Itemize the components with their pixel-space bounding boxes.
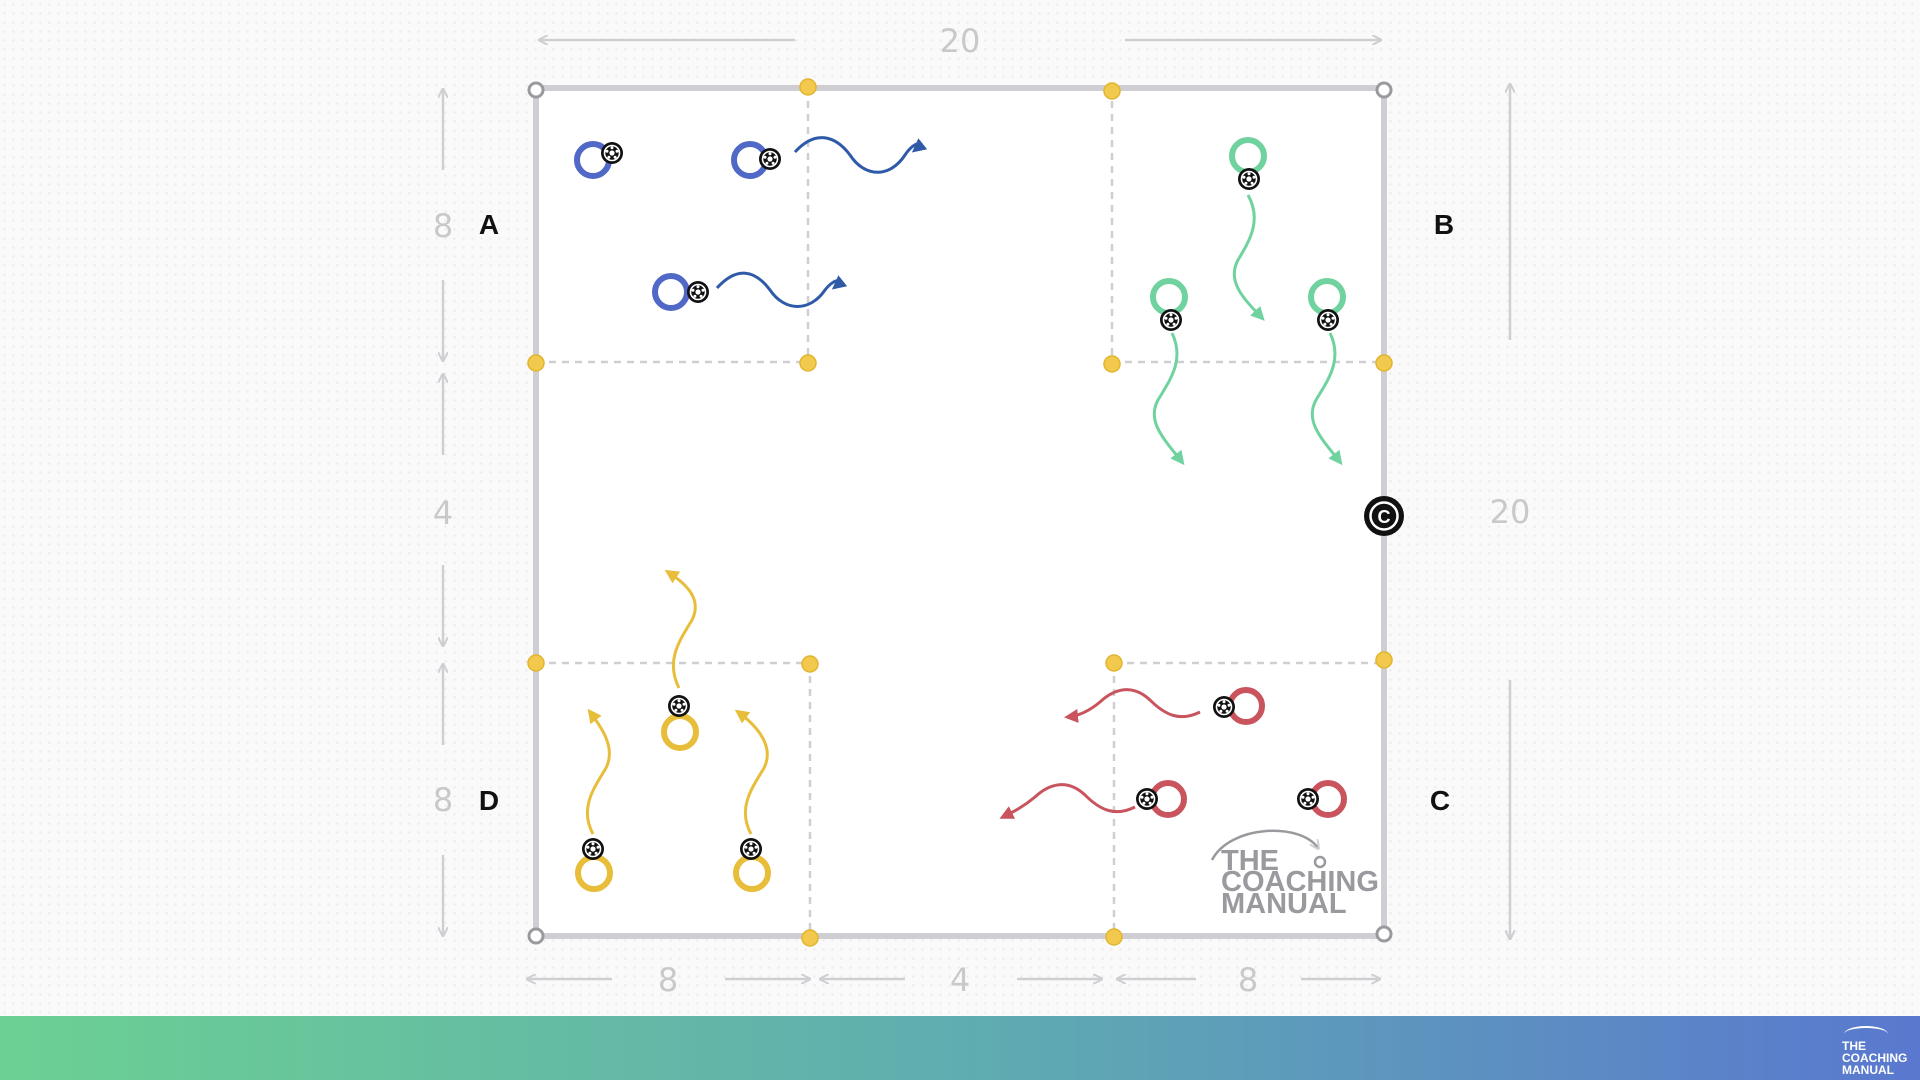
- cone: [1105, 928, 1123, 946]
- dribble-path: [1232, 194, 1265, 321]
- cone: [801, 655, 819, 673]
- zone-label-d: D: [479, 785, 499, 816]
- corner-post: [1375, 81, 1393, 99]
- corner-posts: [527, 81, 1393, 945]
- cone: [527, 354, 545, 372]
- cones: [527, 78, 1393, 947]
- player-yellow: [733, 837, 771, 892]
- player-blue: [652, 273, 710, 311]
- cone: [1375, 354, 1393, 372]
- pitch-boundary: [533, 85, 1387, 939]
- team-c-players: [999, 687, 1347, 819]
- cone: [1105, 654, 1123, 672]
- dribble-path: [734, 709, 769, 835]
- player-blue: [574, 141, 624, 179]
- dim-left-top: 8: [433, 207, 453, 245]
- pitch-diagram: 20 20 8 4 8 8 4 8 A B: [433, 22, 1531, 999]
- corner-post: [527, 81, 545, 99]
- player-red: [1135, 780, 1187, 818]
- dim-top-total: 20: [940, 22, 981, 60]
- dribble-path: [664, 569, 697, 689]
- coach-marker: C: [1364, 496, 1404, 536]
- dribble-path: [1064, 688, 1201, 723]
- dribble-path: [793, 136, 928, 174]
- watermark-line-2: COACHING: [1221, 866, 1379, 898]
- team-d-players: [575, 569, 771, 892]
- corner-post: [527, 927, 545, 945]
- footer-bar: THE COACHING MANUAL: [0, 1016, 1920, 1080]
- dim-bottom-right: 8: [1238, 961, 1258, 999]
- corner-post: [1375, 925, 1393, 943]
- player-green: [1229, 137, 1267, 191]
- team-a-players: [574, 136, 928, 311]
- team-b-players: [1150, 137, 1346, 466]
- player-blue: [731, 141, 782, 179]
- footer-logo-line-2: COACHING: [1842, 1051, 1908, 1065]
- zone-label-a: A: [479, 209, 499, 240]
- player-red: [1296, 780, 1347, 818]
- dribble-path: [999, 783, 1136, 819]
- watermark-line-3: MANUAL: [1221, 888, 1347, 920]
- footer-logo-line-1: THE: [1842, 1039, 1866, 1053]
- player-yellow: [661, 694, 699, 751]
- dribble-path: [1152, 332, 1185, 466]
- watermark-line-1: THE: [1221, 845, 1279, 877]
- footer-logo-line-3: MANUAL: [1842, 1063, 1894, 1077]
- zone-lines: [536, 88, 1384, 936]
- cone: [1375, 651, 1393, 669]
- player-red: [1212, 687, 1265, 725]
- cone: [1103, 355, 1121, 373]
- cone: [799, 354, 817, 372]
- cone: [801, 929, 819, 947]
- cone: [527, 654, 545, 672]
- cone: [799, 78, 817, 96]
- dribble-path: [715, 271, 848, 308]
- player-green: [1150, 278, 1188, 332]
- dribble-path: [585, 708, 611, 835]
- player-green: [1308, 278, 1346, 332]
- dimension-arrows: [443, 40, 1510, 979]
- dim-bottom-middle: 4: [950, 961, 970, 999]
- zone-label-b: B: [1434, 209, 1454, 240]
- player-yellow: [575, 837, 613, 892]
- dribble-path: [1310, 332, 1343, 466]
- dim-left-middle: 4: [433, 494, 453, 532]
- zone-label-c: C: [1430, 785, 1450, 816]
- cone: [1103, 82, 1121, 100]
- dim-bottom-left: 8: [658, 961, 678, 999]
- dim-right-total: 20: [1490, 493, 1531, 531]
- watermark-logo: THE COACHING MANUAL: [1210, 829, 1379, 920]
- dim-left-bottom: 8: [433, 781, 453, 819]
- footer-logo: THE COACHING MANUAL: [1838, 1026, 1910, 1076]
- footer-logo-arc: [1844, 1026, 1888, 1042]
- coach-marker-label: C: [1378, 507, 1391, 527]
